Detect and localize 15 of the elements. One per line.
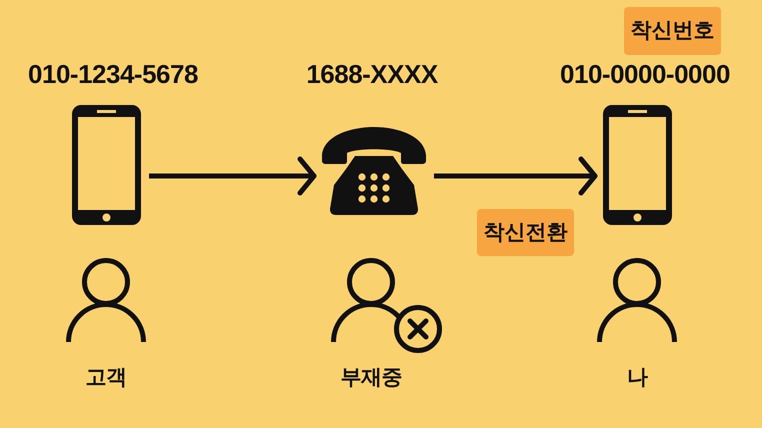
person-icon	[66, 258, 146, 342]
person-name: 나	[626, 365, 648, 391]
desk-telephone-icon	[322, 125, 426, 215]
arrow	[149, 156, 316, 196]
person-icon	[597, 258, 677, 342]
smartphone-icon	[603, 105, 672, 225]
highlight-tag: 착신전환	[477, 209, 574, 256]
smartphone-icon	[72, 105, 141, 225]
phone-number: 010-0000-0000	[560, 59, 730, 89]
person-name: 고객	[86, 365, 126, 391]
highlight-tag: 착신번호	[624, 7, 721, 55]
arrow	[434, 156, 598, 196]
status-label: 부재중	[340, 365, 402, 391]
phone-number: 1688-XXXX	[306, 59, 438, 89]
phone-number: 010-1234-5678	[28, 59, 198, 89]
